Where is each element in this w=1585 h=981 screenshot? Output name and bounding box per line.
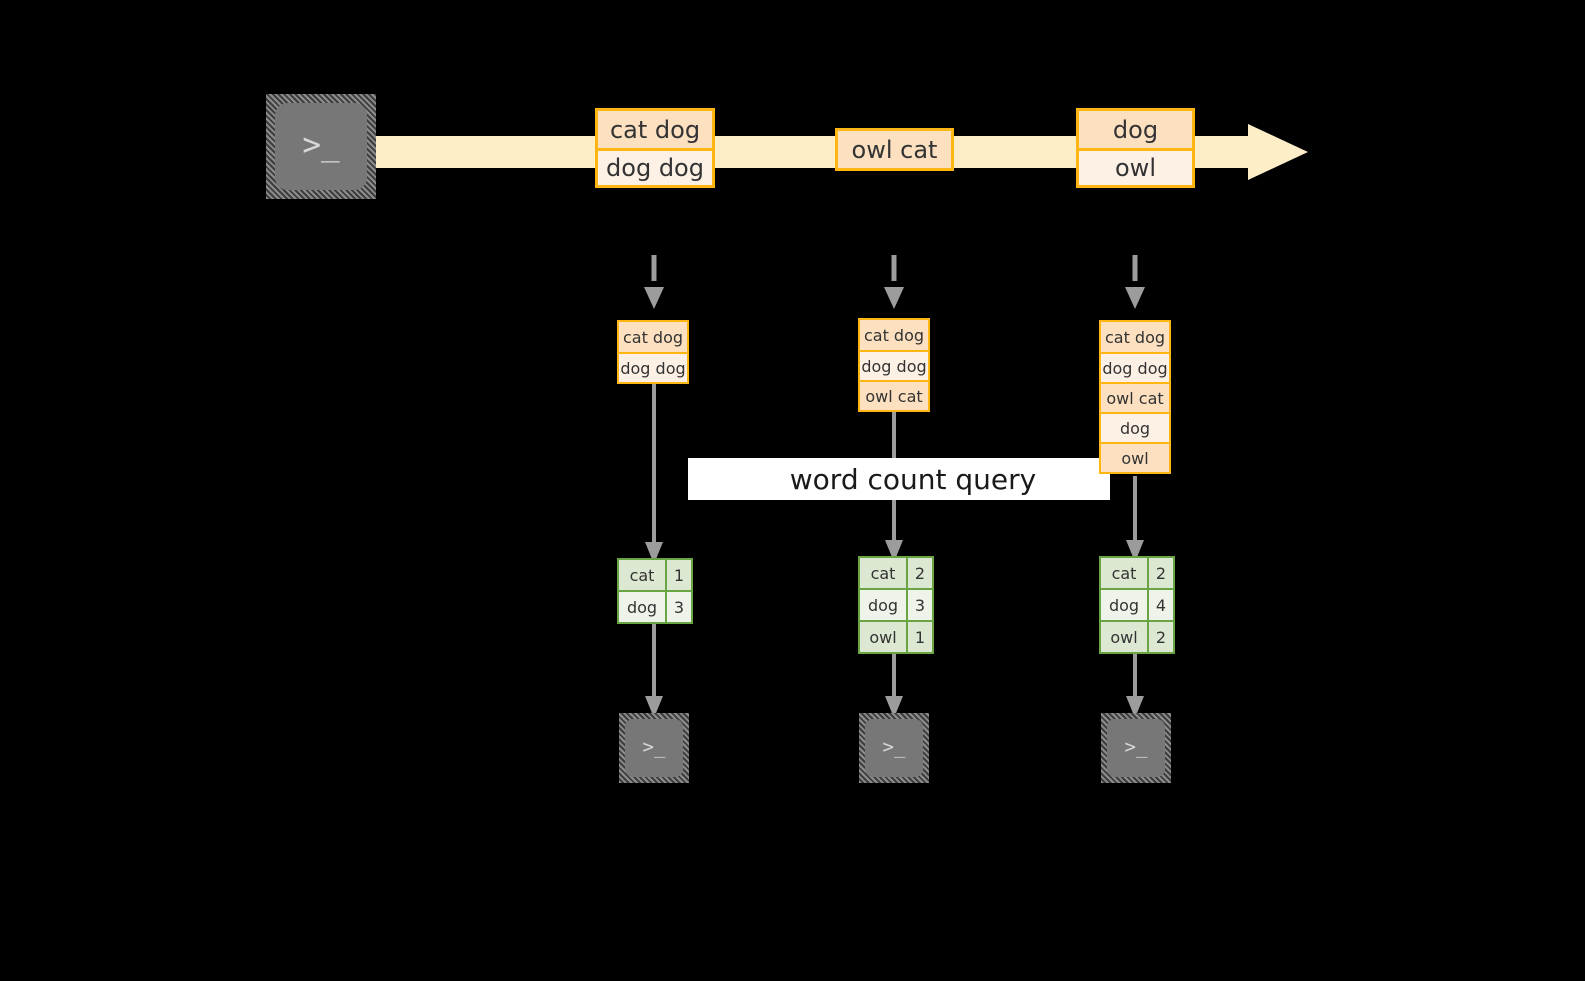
input-table: cat dog dog dog owl cat <box>858 318 930 412</box>
result-table-row: cat 2 <box>1101 558 1173 588</box>
dashed-arrow-down-icon <box>644 255 664 309</box>
terminal-prompt-glyph: >_ <box>302 126 340 163</box>
result-value: 4 <box>1147 590 1173 620</box>
arrow-down-icon <box>645 620 663 718</box>
stream-event-box: cat dog dog dog <box>595 108 715 188</box>
terminal-prompt-glyph: >_ <box>642 735 666 758</box>
result-table-row: owl 2 <box>1101 620 1173 652</box>
result-key: dog <box>1101 590 1147 620</box>
stream-event-line: owl cat <box>838 131 951 168</box>
result-table-row: dog 4 <box>1101 588 1173 620</box>
terminal-prompt-glyph: >_ <box>882 735 906 758</box>
input-table-row: cat dog <box>860 320 928 350</box>
result-table-row: cat 1 <box>619 560 691 590</box>
result-key: cat <box>1101 558 1147 588</box>
result-key: owl <box>860 622 906 652</box>
result-value: 1 <box>906 622 932 652</box>
input-table-row: owl <box>1101 442 1169 472</box>
sink-terminal-icon: >_ <box>619 713 689 783</box>
terminal-prompt-glyph: >_ <box>1124 735 1148 758</box>
input-table-row: dog dog <box>860 350 928 380</box>
input-table-row: owl cat <box>1101 382 1169 412</box>
query-banner: word count query <box>688 458 1110 500</box>
result-table: cat 2 dog 3 owl 1 <box>858 556 934 654</box>
result-key: dog <box>860 590 906 620</box>
sink-terminal-icon: >_ <box>859 713 929 783</box>
arrow-down-icon <box>885 650 903 718</box>
result-table-row: dog 3 <box>860 588 932 620</box>
result-key: cat <box>619 560 665 590</box>
input-table-row: dog <box>1101 412 1169 442</box>
terminal-screen: >_ <box>865 719 923 777</box>
result-key: cat <box>860 558 906 588</box>
result-value: 2 <box>1147 622 1173 652</box>
terminal-screen: >_ <box>275 103 367 190</box>
stream-event-box: dog owl <box>1076 108 1195 188</box>
input-table-row: dog dog <box>619 352 687 382</box>
stream-event-line: owl <box>1079 148 1192 185</box>
arrow-down-icon <box>1126 650 1144 718</box>
arrow-down-icon <box>1126 476 1144 562</box>
input-table: cat dog dog dog owl cat dog owl <box>1099 320 1171 474</box>
result-value: 2 <box>1147 558 1173 588</box>
terminal-screen: >_ <box>625 719 683 777</box>
result-key: dog <box>619 592 665 622</box>
sink-terminal-icon: >_ <box>1101 713 1171 783</box>
result-value: 3 <box>906 590 932 620</box>
result-table-row: cat 2 <box>860 558 932 588</box>
dashed-arrow-down-icon <box>1125 255 1145 309</box>
result-key: owl <box>1101 622 1147 652</box>
input-table-row: cat dog <box>1101 322 1169 352</box>
stream-event-line: dog <box>1079 111 1192 148</box>
result-table-row: owl 1 <box>860 620 932 652</box>
stream-event-line: cat dog <box>598 111 712 148</box>
input-table-row: cat dog <box>619 322 687 352</box>
stream-event-line: dog dog <box>598 148 712 185</box>
dashed-arrow-down-icon <box>884 255 904 309</box>
stream-event-box: owl cat <box>835 128 954 171</box>
result-table: cat 2 dog 4 owl 2 <box>1099 556 1175 654</box>
result-value: 3 <box>665 592 691 622</box>
input-table-row: owl cat <box>860 380 928 410</box>
result-table: cat 1 dog 3 <box>617 558 693 624</box>
result-value: 2 <box>906 558 932 588</box>
query-banner-label: word count query <box>789 462 1037 496</box>
result-table-row: dog 3 <box>619 590 691 622</box>
result-value: 1 <box>665 560 691 590</box>
terminal-screen: >_ <box>1107 719 1165 777</box>
source-terminal-icon: >_ <box>266 94 376 199</box>
input-table: cat dog dog dog <box>617 320 689 384</box>
arrow-down-icon <box>645 382 663 564</box>
input-table-row: dog dog <box>1101 352 1169 382</box>
